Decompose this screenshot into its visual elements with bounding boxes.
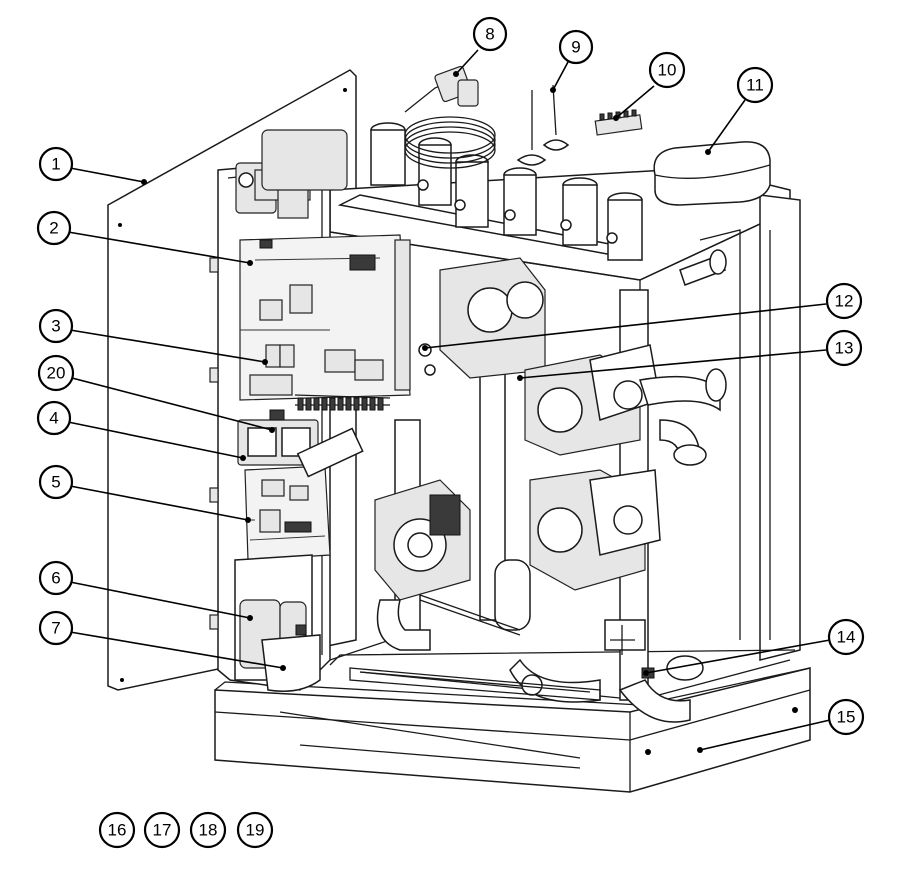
leader-lines [67,49,831,753]
callout-8-label: 8 [485,25,494,44]
top-cover-box [653,141,771,206]
callout-18: 18 [189,811,227,849]
secondary-board [244,427,364,561]
callout-8: 8 [472,16,508,52]
callout-19-label: 19 [246,821,265,840]
temperature-sensors [516,84,570,166]
callout-4: 4 [36,400,72,436]
callout-15: 15 [827,698,865,736]
sensor-plug [404,65,479,113]
callout-1-label: 1 [51,155,60,174]
terminal-strip [594,109,643,136]
callout-12-label: 12 [835,292,854,311]
callout-17: 17 [143,811,181,849]
callout-7: 7 [38,610,74,646]
callout-14: 14 [827,618,865,656]
callout-18-label: 18 [199,821,218,840]
callout-9-label: 9 [571,38,580,57]
callout-7-label: 7 [51,619,60,638]
pump-assembly [349,249,727,723]
callout-12: 12 [825,282,863,320]
callout-4-label: 4 [49,409,58,428]
callout-5-label: 5 [51,473,60,492]
callout-10-label: 10 [658,61,677,80]
callout-10: 10 [648,51,686,89]
callout-11: 11 [736,66,774,104]
callout-19: 19 [236,811,274,849]
callout-1: 1 [38,146,74,182]
callout-20: 20 [37,354,75,392]
callout-14-label: 14 [837,628,856,647]
capacitor-and-cover [234,554,321,692]
callout-17-label: 17 [153,821,172,840]
callout-6: 6 [38,560,74,596]
callout-3-label: 3 [51,317,60,336]
callout-13: 13 [825,329,863,367]
callout-6-label: 6 [51,569,60,588]
valve-block [261,116,643,261]
callout-2-label: 2 [49,219,58,238]
callout-11-label: 11 [746,76,764,95]
base-tray [214,667,811,793]
callout-16: 16 [98,811,136,849]
callout-5: 5 [38,464,74,500]
callout-9: 9 [558,29,594,65]
callout-16-label: 16 [108,821,127,840]
callout-15-label: 15 [837,708,856,727]
callout-3: 3 [38,308,74,344]
callout-13-label: 13 [835,339,854,358]
callout-2: 2 [36,210,72,246]
callout-20-label: 20 [47,364,66,383]
